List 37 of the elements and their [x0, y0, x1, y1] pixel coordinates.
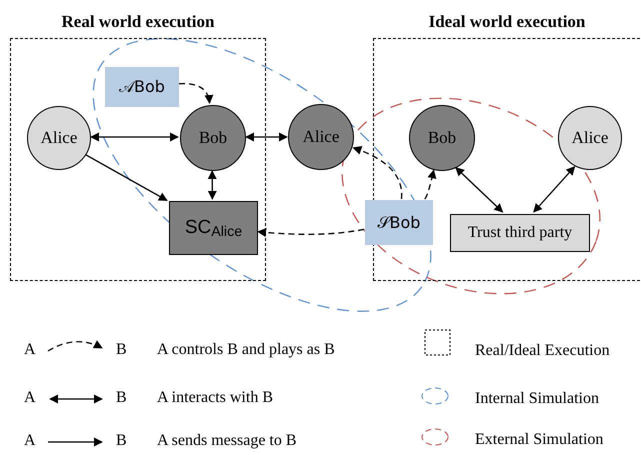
node-label: Alice — [572, 127, 608, 150]
legend-letter: A — [24, 390, 36, 406]
arrow — [85, 154, 168, 202]
arrow — [533, 166, 576, 213]
node-label: 𝒜Bob — [119, 76, 165, 98]
legend-text: Internal Simulation — [475, 391, 599, 407]
legend-letter: B — [116, 390, 127, 406]
dashed-arrow — [352, 146, 402, 200]
node-label: Bob — [428, 127, 456, 150]
legend-text: A sends message to B — [157, 433, 297, 449]
section-heading: Real world execution — [60, 11, 216, 33]
legend-letter: B — [116, 433, 127, 449]
node-label: Trust third party — [468, 223, 572, 243]
legend-letter: B — [116, 342, 127, 358]
node-label: SC$_{Alice}$ — [184, 216, 242, 242]
node-label: Alice — [302, 126, 340, 148]
adversary-box — [105, 67, 179, 107]
contract-box — [169, 201, 258, 255]
node-label: 𝒮Bob — [378, 212, 420, 234]
legend-text: A interacts with B — [157, 390, 273, 406]
legend-text: External Simulation — [475, 432, 604, 448]
arrow — [208, 170, 217, 200]
simulator-box — [365, 200, 433, 245]
dashed-arrow — [424, 169, 436, 200]
arrow — [245, 132, 288, 142]
dashed-arrow — [257, 228, 364, 237]
legend-text: A controls B and plays as B — [157, 342, 335, 358]
section-heading: Ideal world execution — [428, 11, 586, 33]
party-box — [450, 214, 590, 252]
legend-text: Real/Ideal Execution — [475, 343, 610, 359]
legend-letter: A — [24, 342, 36, 358]
legend-letter: A — [24, 433, 36, 449]
node-label: Alice — [40, 127, 78, 150]
dashed-arrow — [178, 82, 213, 104]
arrow — [90, 132, 179, 142]
node-label: Bob — [198, 127, 228, 150]
arrow — [455, 166, 504, 213]
